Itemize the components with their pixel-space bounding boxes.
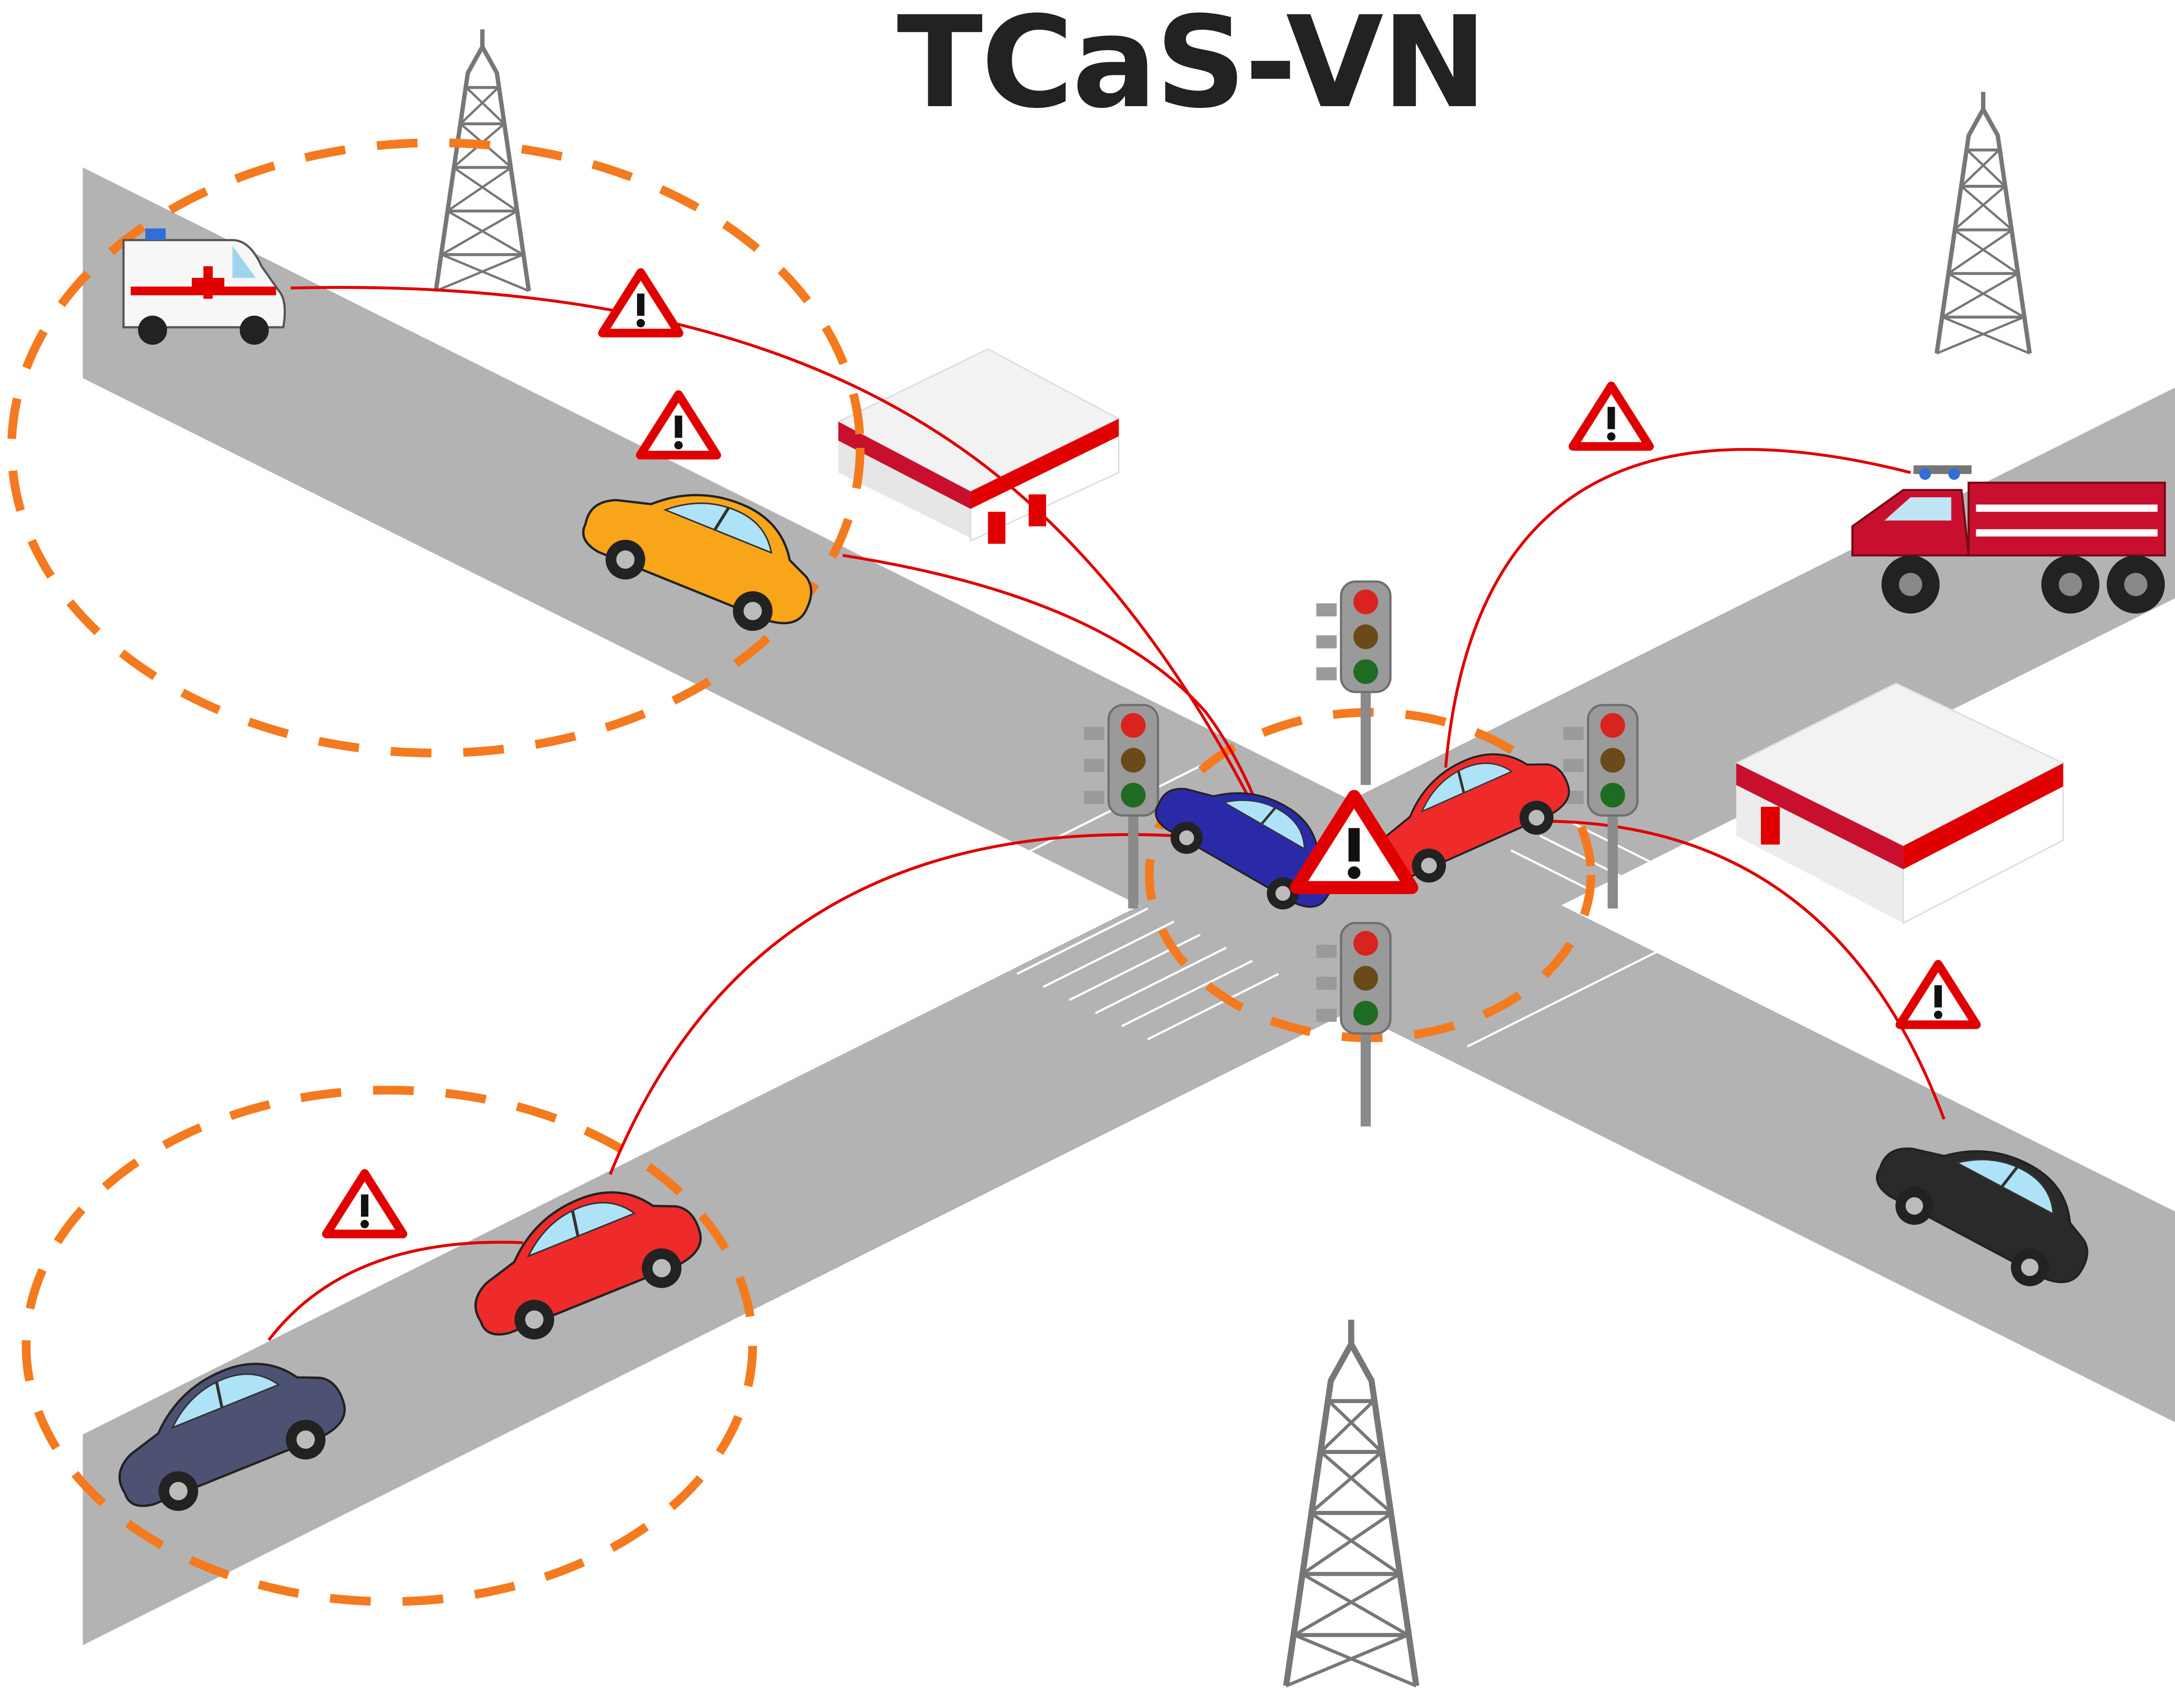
radio-tower-icon: [1937, 92, 2030, 353]
range-circle-sw: [22, 1085, 757, 1606]
range-circle-nw: [7, 138, 865, 757]
warning-triangle-icon: [326, 1173, 403, 1234]
diagram-title: TCaS-VN: [897, 0, 1488, 136]
traffic-light-icon: [1316, 582, 1390, 785]
warning-triangle-icon: [1573, 386, 1650, 446]
warning-triangle-icon: [1900, 964, 1977, 1025]
crosswalks: [1016, 762, 1700, 1048]
ambulance: [122, 228, 286, 345]
fire-truck: [1851, 465, 2166, 614]
radio-tower-icon: [1286, 1320, 1416, 1686]
roadside-unit-building: [1734, 682, 2065, 924]
roadside-unit-building: [837, 348, 1121, 544]
road-ne-sw: [83, 387, 2175, 1645]
warning-triangle-icon: [640, 395, 717, 455]
traffic-light-icon: [1316, 923, 1390, 1127]
warning-triangle-icon: [602, 272, 679, 333]
